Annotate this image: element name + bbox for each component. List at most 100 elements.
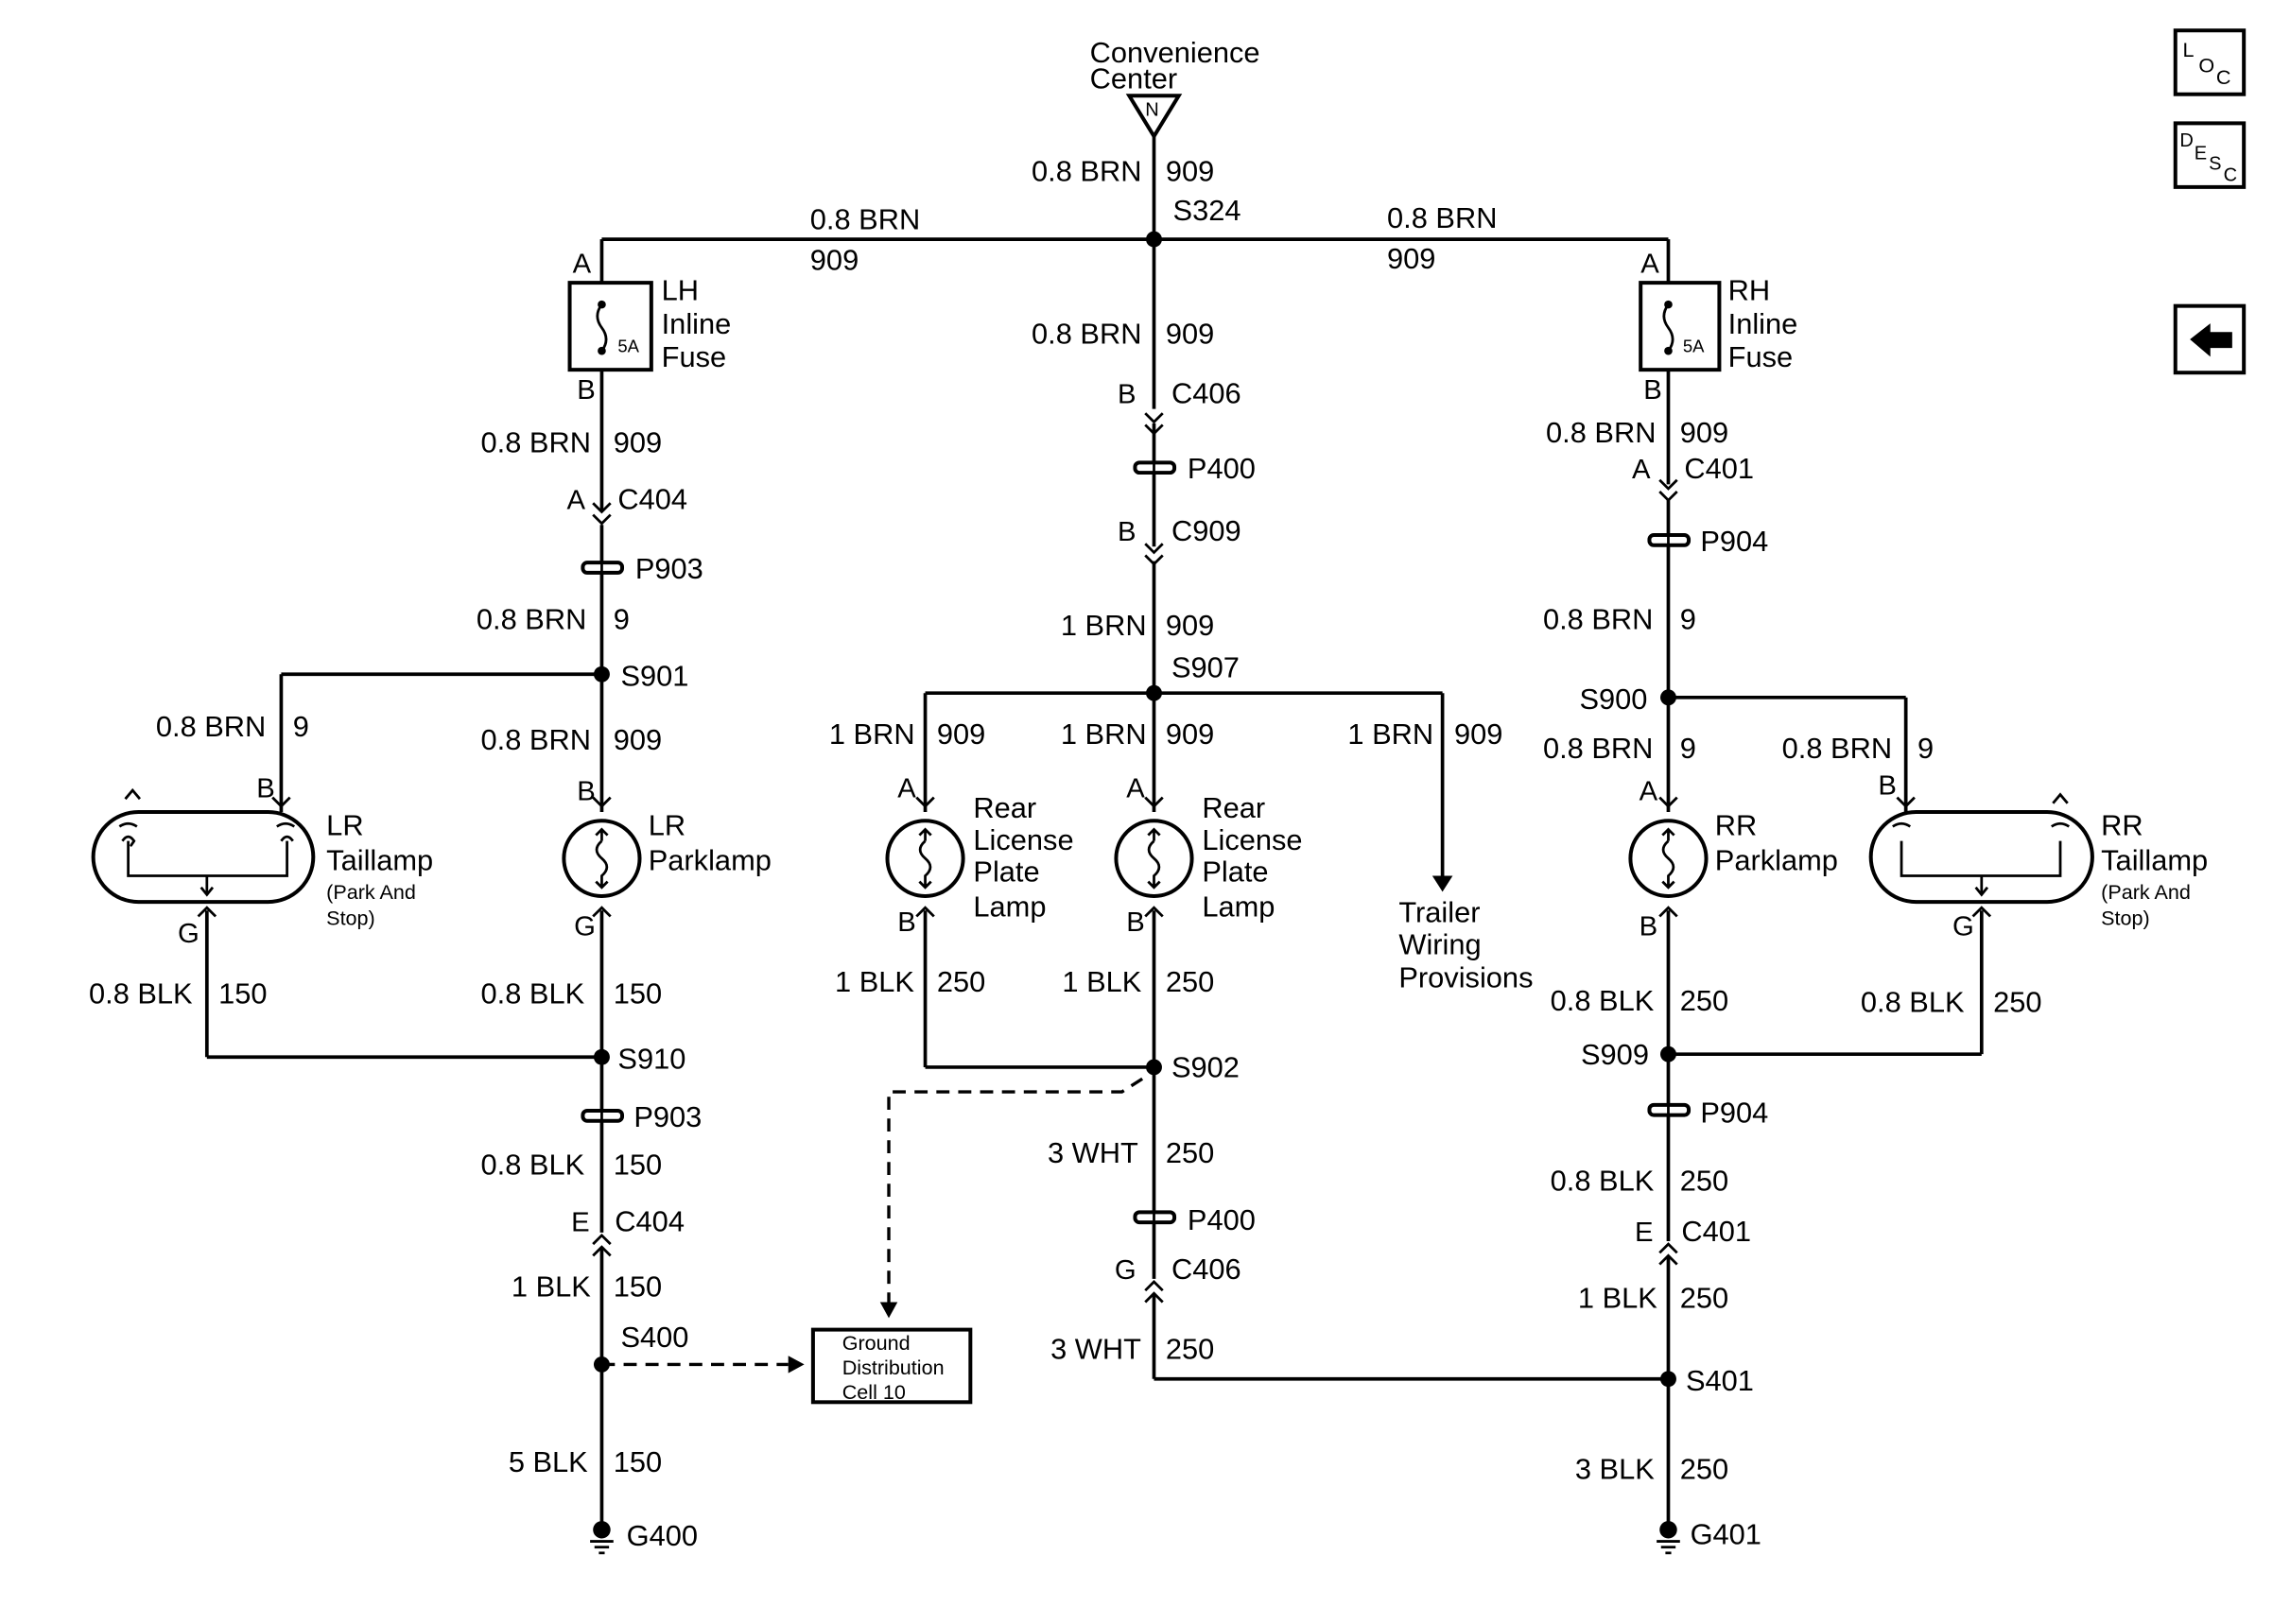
r4-gauge-label: 1 BLK [1578, 1282, 1657, 1315]
lrt-sub2-label: Stop) [326, 907, 375, 930]
lrp-gnd-gauge-label: 0.8 BLK [481, 977, 585, 1011]
rh-fuse-rating: 5A [1683, 337, 1705, 356]
lp1-circuit-label: 909 [937, 717, 985, 751]
source-pin: N [1145, 100, 1158, 121]
c909-label: C909 [1171, 514, 1241, 547]
rhfuse-pin-b-label: B [1643, 375, 1662, 406]
lr-taillamp-bulb-icon [91, 787, 316, 905]
lhfuse-pin-a-label: A [573, 249, 592, 279]
l3-circuit-label: 150 [614, 1149, 662, 1182]
lhfuse-name2-label: Inline [662, 307, 732, 340]
rhfuse-pin-a-label: A [1640, 249, 1659, 279]
p904-top-label: P904 [1700, 525, 1768, 558]
rrt-gnd-gauge-label: 0.8 BLK [1861, 986, 1965, 1019]
desc-letter-3: S [2209, 154, 2221, 175]
lp2-gnd-gauge-label: 1 BLK [1062, 965, 1141, 998]
r4-circuit-label: 250 [1680, 1282, 1728, 1315]
lp1-name3-label: Plate [973, 855, 1039, 889]
r2-gauge-label: 0.8 BRN [1543, 603, 1653, 636]
loc-letter-2: O [2198, 55, 2214, 78]
source-label-line2: Center [1090, 62, 1177, 95]
g401-label: G401 [1691, 1518, 1761, 1551]
rhfuse-name3-label: Fuse [1728, 340, 1793, 373]
rrt-gnd-circuit-label: 250 [1993, 986, 2041, 1019]
lrt-gnd-gauge-label: 0.8 BLK [89, 977, 193, 1011]
lp2-name-label: Rear [1202, 791, 1265, 824]
rhfuse-name-label: RH [1728, 274, 1771, 307]
bus-r-gauge-label: 0.8 BRN [1387, 201, 1497, 234]
lp2-gnd-circuit-label: 250 [1166, 965, 1214, 998]
c404-bot-label: C404 [615, 1204, 685, 1237]
l4-circuit-label: 150 [614, 1270, 662, 1303]
lrt-sub-label: (Park And [326, 881, 416, 904]
loc-button[interactable]: L O C [2173, 28, 2247, 96]
c406-bot-label: C406 [1171, 1253, 1241, 1286]
rh-inline-fuse: 5A [1639, 281, 1722, 372]
rrp-name-label: RR [1715, 809, 1758, 842]
c404-top-label: C404 [617, 482, 687, 515]
lp2-pin-b-label: B [1126, 907, 1145, 938]
s900-label: S900 [1579, 682, 1647, 716]
l1-circuit-label: 909 [614, 426, 662, 459]
lhfuse-name3-label: Fuse [662, 340, 726, 373]
feed-gauge-label: 0.8 BRN [1032, 155, 1141, 188]
r5-gauge-label: 3 BLK [1575, 1453, 1655, 1486]
lp2-gauge-label: 1 BRN [1061, 717, 1147, 751]
inline-pass-throughs [581, 458, 1692, 1227]
trl-name-label: Trailer [1398, 896, 1480, 929]
lrp-name2-label: Parklamp [649, 843, 772, 876]
l2-gauge-label: 0.8 BRN [477, 603, 586, 636]
lp1-pin-b-label: B [897, 907, 916, 938]
c406-pin-b-label: B [1118, 379, 1136, 409]
c401-bot-label: C401 [1681, 1215, 1751, 1248]
lrp-pin-g-label: G [574, 911, 596, 942]
c401-top-label: C401 [1684, 452, 1754, 485]
rrt-gauge-label: 0.8 BRN [1782, 732, 1892, 765]
l4-gauge-label: 1 BLK [512, 1270, 591, 1303]
desc-button[interactable]: D E S C [2173, 121, 2247, 189]
lp1-gnd-gauge-label: 1 BLK [835, 965, 914, 998]
r3-gauge-label: 0.8 BLK [1551, 1164, 1655, 1197]
c909-pin-b-label: B [1118, 517, 1136, 547]
c401-pin-a-label: A [1632, 455, 1651, 485]
l3-gauge-label: 0.8 BLK [481, 1149, 585, 1182]
p400-bot-label: P400 [1188, 1203, 1256, 1236]
p904-bot-label: P904 [1700, 1096, 1768, 1129]
s902-label: S902 [1171, 1051, 1240, 1084]
c404-pin-a-label: A [566, 485, 585, 515]
lrp-gnd-circuit-label: 150 [614, 977, 662, 1011]
lrt-pin-g-label: G [178, 919, 200, 949]
p400-top-label: P400 [1188, 452, 1256, 485]
connectors [197, 412, 1992, 1304]
lhfuse-pin-b-label: B [577, 375, 596, 406]
s401-label: S401 [1686, 1364, 1754, 1397]
rrp-pin-a-label: A [1640, 777, 1658, 807]
trl-circuit-label: 909 [1454, 717, 1502, 751]
c4-gauge-label: 3 WHT [1050, 1332, 1141, 1365]
lp1-name4-label: Lamp [973, 890, 1046, 924]
c406-pin-g-label: G [1115, 1255, 1136, 1286]
g400-ground-icon [590, 1521, 614, 1555]
l5-circuit-label: 150 [614, 1445, 662, 1478]
lp2-name2-label: License [1202, 823, 1302, 856]
gdc-name2-label: Distribution [842, 1356, 945, 1379]
left-arrow-icon [2190, 323, 2232, 357]
c1-gauge-label: 0.8 BRN [1032, 318, 1141, 351]
lp1-pin-a-label: A [897, 774, 916, 804]
c2-gauge-label: 1 BRN [1061, 609, 1147, 642]
trailer-arrow-icon [1431, 875, 1453, 892]
lrt-pin-b-label: B [256, 774, 275, 804]
lp2-circuit-label: 909 [1166, 717, 1214, 751]
r3-circuit-label: 250 [1680, 1164, 1728, 1197]
s907-label: S907 [1171, 650, 1240, 683]
lp1-gauge-label: 1 BRN [829, 717, 915, 751]
back-button[interactable] [2173, 303, 2247, 375]
r2-circuit-label: 9 [1680, 603, 1696, 636]
lrt-gnd-circuit-label: 150 [218, 977, 267, 1011]
g401-ground-icon [1657, 1521, 1680, 1555]
rrt-sub2-label: Stop) [2101, 907, 2150, 930]
ground-distribution-box [810, 1327, 973, 1405]
l1-gauge-label: 0.8 BRN [481, 426, 591, 459]
rrp-pin-b-label: B [1640, 911, 1658, 942]
rrp-gnd-gauge-label: 0.8 BLK [1551, 984, 1655, 1017]
